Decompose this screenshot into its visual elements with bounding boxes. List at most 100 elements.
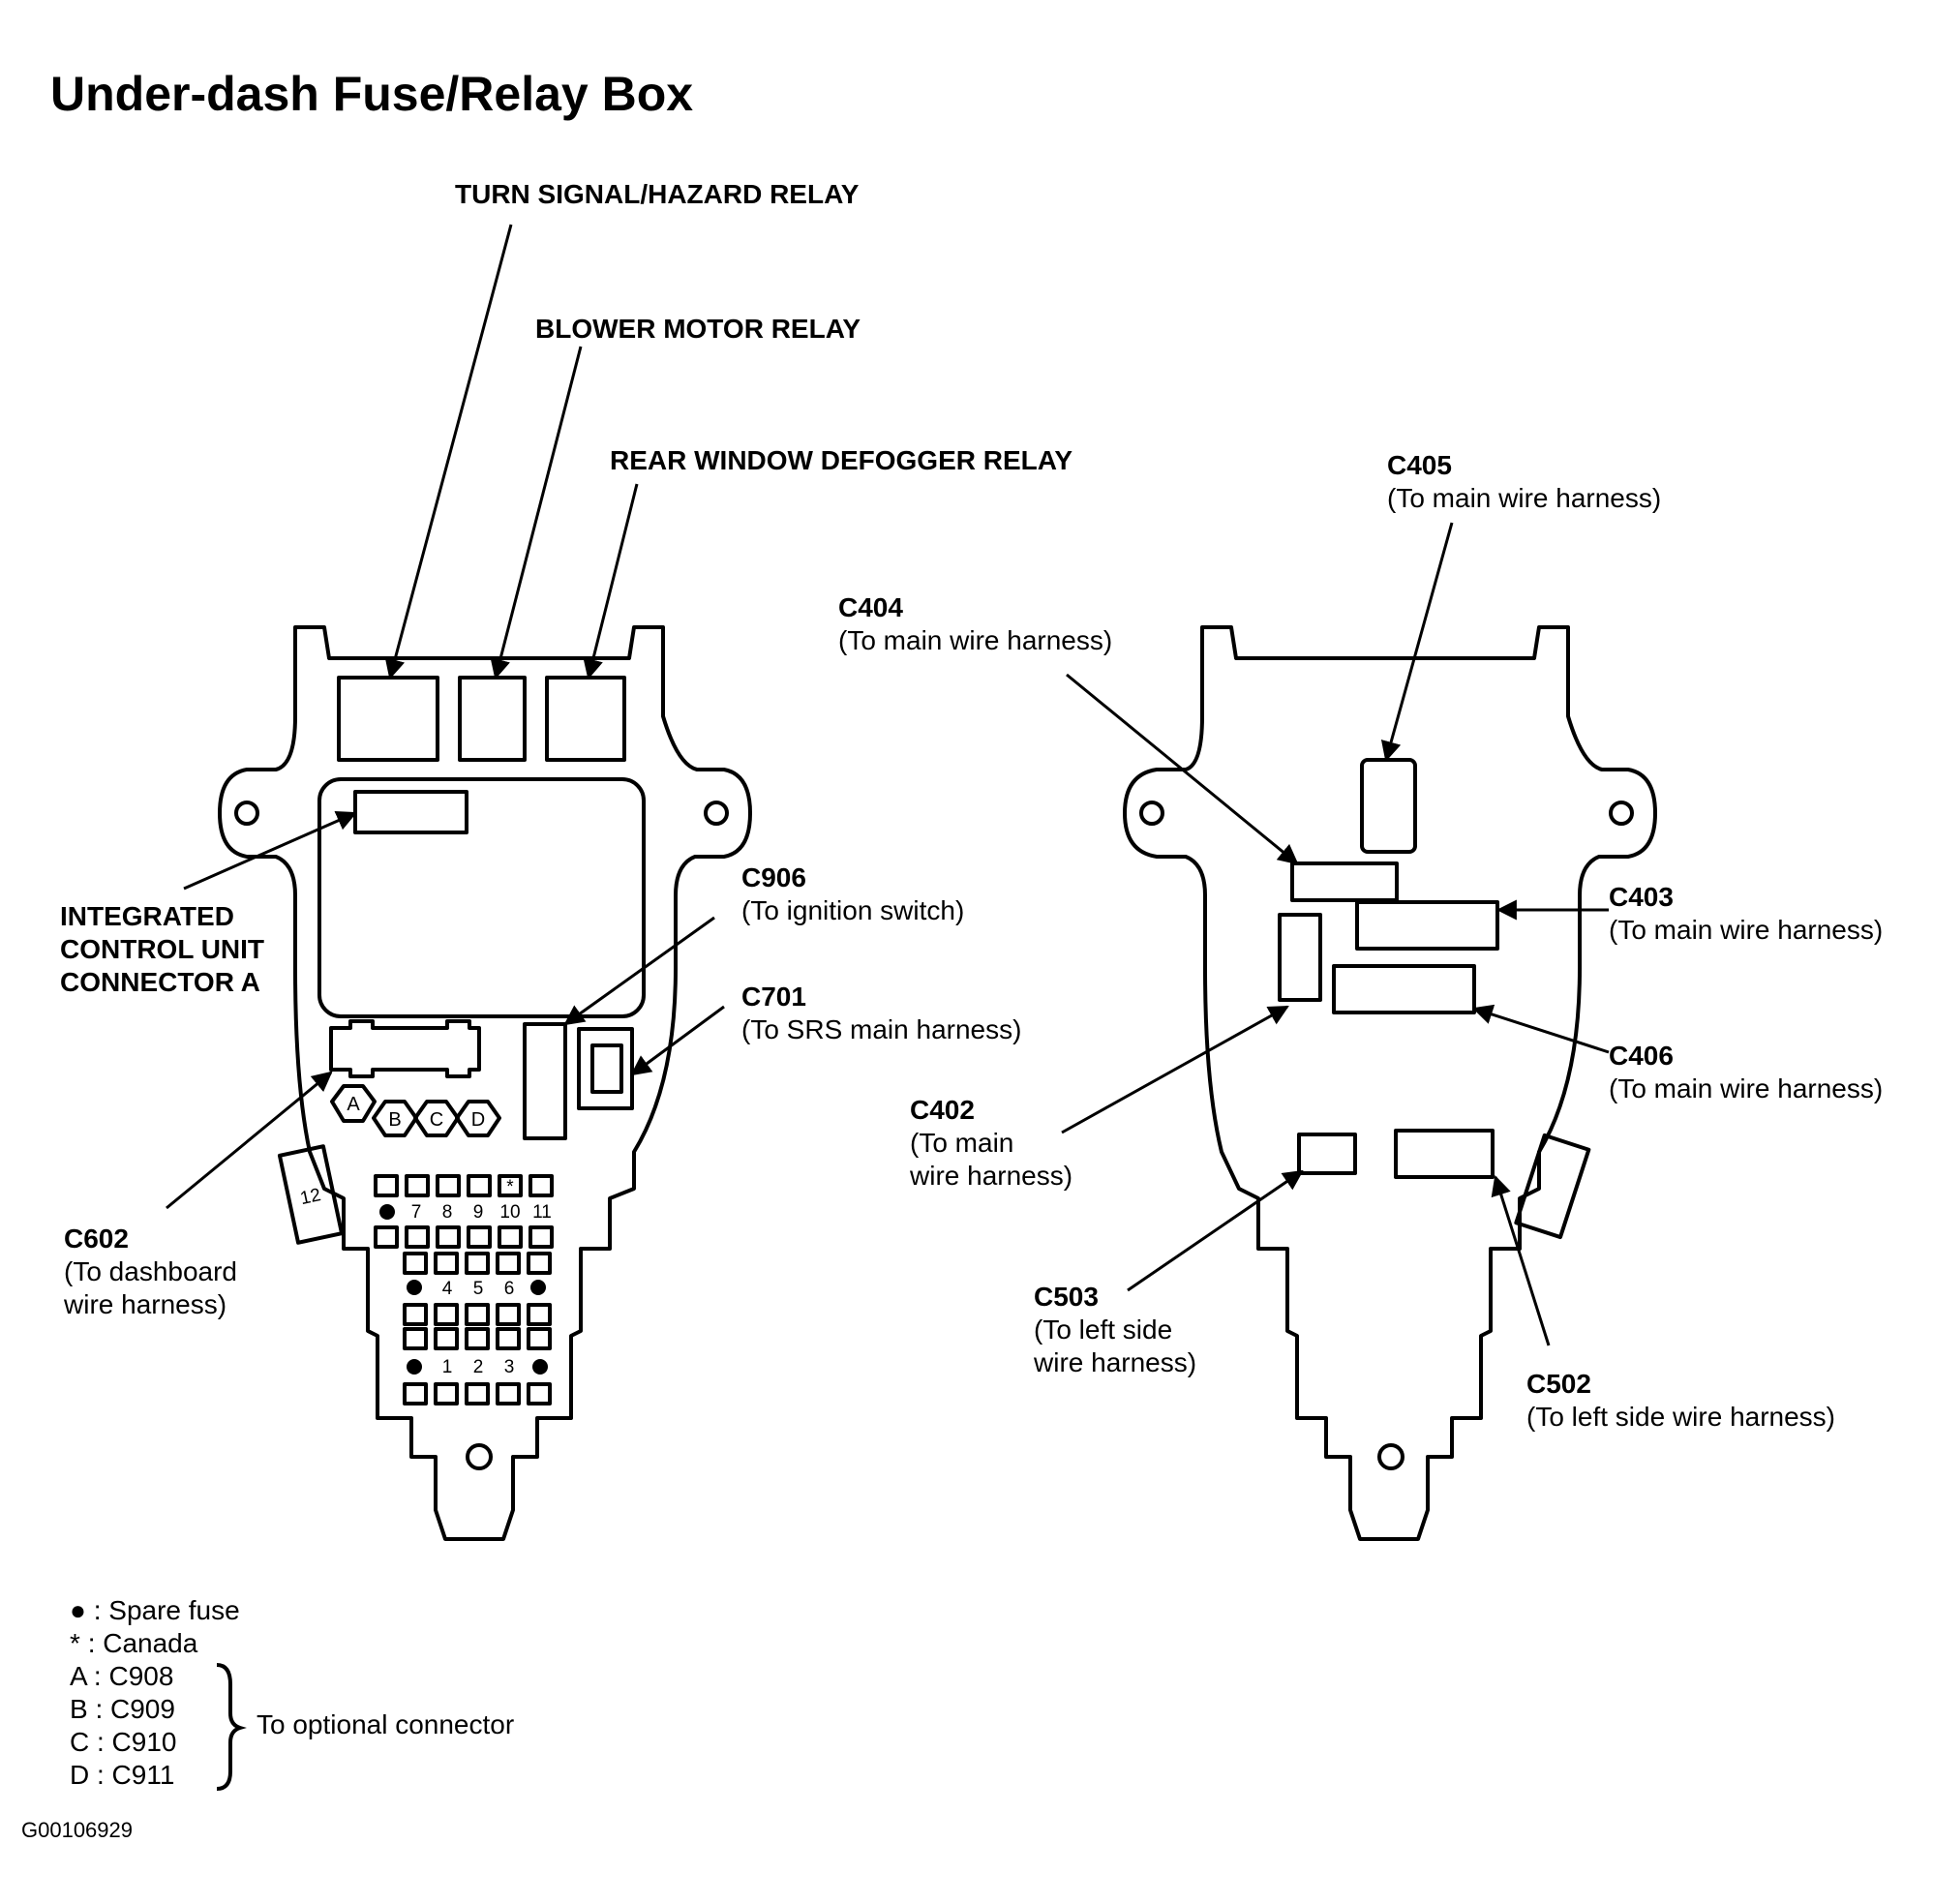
c502-code: C502	[1526, 1369, 1591, 1399]
c701-inner	[590, 1043, 623, 1094]
fuse-number: 6	[504, 1279, 515, 1299]
rear-view-fuse-box	[1123, 625, 1657, 1541]
c602-leader	[166, 1071, 333, 1210]
legend-item-a: A : C908	[70, 1661, 174, 1691]
c406-connector	[1332, 964, 1476, 1014]
c403-connector	[1355, 900, 1499, 951]
legend-item-d: D : C911	[70, 1760, 175, 1790]
c701-leader	[630, 1005, 725, 1076]
c602-label: C602 (To dashboard wire harness)	[64, 1223, 237, 1321]
option-letter: D	[471, 1109, 485, 1131]
c503-leader	[1127, 1169, 1304, 1292]
fuse-row-top	[374, 1174, 554, 1249]
fuse-number: 5	[473, 1279, 484, 1299]
c906-code: C906	[741, 862, 806, 892]
fuse-12-holder	[277, 1144, 345, 1245]
legend-brace	[216, 1663, 247, 1791]
rear-right-mounting-hole	[1609, 801, 1634, 826]
right-mounting-hole	[704, 801, 729, 826]
fuse-number: 2	[473, 1357, 484, 1377]
c503-desc: wire harness)	[1034, 1347, 1197, 1377]
c404-code: C404	[838, 592, 903, 622]
page-title: Under-dash Fuse/Relay Box	[50, 67, 694, 121]
icu-label-line: CONNECTOR A	[60, 967, 260, 997]
rear-defogger-relay	[545, 676, 626, 762]
c503-label: C503 (To left side wire harness)	[1034, 1281, 1196, 1379]
legend-item-c: C : C910	[70, 1727, 177, 1757]
c503-connector	[1297, 1133, 1357, 1175]
legend: ● : Spare fuse * : Canada A : C908 B : C…	[70, 1594, 240, 1792]
blower-leader	[490, 346, 583, 680]
c602-code: C602	[64, 1224, 129, 1254]
bottom-mounting-hole	[466, 1443, 493, 1470]
rear-defogger-relay-label: REAR WINDOW DEFOGGER RELAY	[610, 445, 1073, 475]
fuse-number: 12	[298, 1185, 322, 1209]
c404-connector	[1290, 861, 1399, 902]
c502-connector	[1394, 1129, 1495, 1179]
c906-leader	[563, 916, 715, 1026]
c503-desc: (To left side	[1034, 1315, 1173, 1345]
rear-box-outline	[1123, 625, 1657, 1541]
fuse-number: 7	[411, 1202, 422, 1223]
option-letter: A	[347, 1094, 360, 1115]
c503-code: C503	[1034, 1282, 1099, 1312]
c406-desc: (To main wire harness)	[1609, 1073, 1884, 1103]
c402-leader	[1061, 1005, 1289, 1134]
c701-label: C701 (To SRS main harness)	[741, 981, 1021, 1046]
fuse-number: 11	[532, 1202, 552, 1223]
c701-connector	[577, 1027, 634, 1110]
c906-connector	[523, 1022, 567, 1140]
c602-connector	[329, 1019, 481, 1078]
c406-leader	[1472, 1004, 1610, 1054]
c403-label: C403 (To main wire harness)	[1609, 881, 1883, 947]
legend-spare-text: : Spare fuse	[93, 1595, 240, 1625]
option-letter: C	[430, 1109, 443, 1131]
c402-desc: wire harness)	[910, 1161, 1073, 1191]
legend-canada-row: * : Canada	[70, 1627, 240, 1660]
legend-item-b: B : C909	[70, 1694, 175, 1724]
c404-leader	[1066, 673, 1299, 865]
spare-fuse-symbol: ●	[70, 1595, 86, 1625]
c701-desc: (To SRS main harness)	[741, 1014, 1022, 1044]
c405-desc: (To main wire harness)	[1387, 483, 1662, 513]
icu-label-line: CONTROL UNIT	[60, 934, 265, 964]
legend-optional-connector: To optional connector	[257, 1709, 515, 1739]
figure-code: G00106929	[21, 1818, 133, 1842]
icu-connector-a	[353, 790, 468, 834]
turn-signal-relay-label: TURN SIGNAL/HAZARD RELAY	[455, 179, 860, 209]
control-unit-area	[317, 777, 646, 1018]
c602-desc: wire harness)	[64, 1289, 227, 1319]
icu-leader	[183, 811, 357, 891]
turn-signal-leader	[384, 224, 513, 680]
optional-connector-d	[455, 1100, 501, 1137]
optional-connector-a	[330, 1084, 377, 1123]
c405-connector	[1360, 758, 1417, 854]
blower-motor-relay-label: BLOWER MOTOR RELAY	[535, 314, 861, 344]
fuse-number: 10	[499, 1202, 520, 1223]
canada-mark: *	[506, 1177, 514, 1197]
defogger-leader	[583, 483, 639, 680]
c402-label: C402 (To main wire harness)	[910, 1094, 1072, 1193]
c404-desc: (To main wire harness)	[838, 625, 1113, 655]
fuse-number: 1	[442, 1357, 453, 1377]
fuse-number: 4	[442, 1279, 453, 1299]
c602-desc: (To dashboard	[64, 1256, 238, 1286]
fuse-number: 8	[442, 1202, 453, 1223]
c405-code: C405	[1387, 450, 1452, 480]
c405-leader	[1380, 522, 1454, 763]
fuse-number: 3	[504, 1357, 515, 1377]
c502-leader	[1491, 1174, 1551, 1346]
rear-left-mounting-hole	[1139, 801, 1164, 826]
front-box-outline	[218, 625, 752, 1541]
c406-label: C406 (To main wire harness)	[1609, 1040, 1883, 1105]
icu-label-line: INTEGRATED	[60, 901, 234, 931]
c404-label: C404 (To main wire harness)	[838, 591, 1112, 657]
left-mounting-hole	[234, 801, 259, 826]
rear-bottom-mounting-hole	[1377, 1443, 1404, 1470]
optional-connector-b	[372, 1100, 418, 1137]
c906-desc: (To ignition switch)	[741, 895, 965, 925]
fuse-row-bottom	[403, 1327, 552, 1405]
c405-label: C405 (To main wire harness)	[1387, 449, 1661, 515]
c403-desc: (To main wire harness)	[1609, 915, 1884, 945]
